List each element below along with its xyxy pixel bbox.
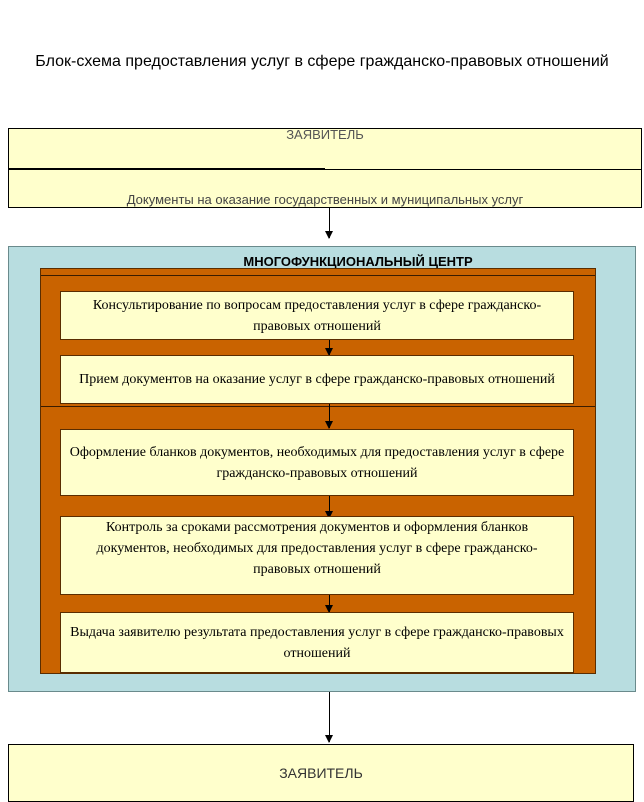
applicant-top-label-row: ЗАЯВИТЕЛЬ xyxy=(9,127,641,169)
arrow-step1-to-step2 xyxy=(325,340,333,356)
panel-top-line xyxy=(41,275,595,276)
arrow-step3-to-step4 xyxy=(325,496,333,519)
step-forms: Оформление бланков документов, необходим… xyxy=(60,429,574,496)
panel-section-divider xyxy=(41,406,595,407)
arrow-down-to-center xyxy=(325,208,333,239)
arrow-center-to-applicant xyxy=(325,692,333,743)
documents-label: Документы на оказание государственных и … xyxy=(126,192,524,207)
applicant-top-label: ЗАЯВИТЕЛЬ xyxy=(286,127,364,142)
step-result-delivery: Выдача заявителю результата предоставлен… xyxy=(60,612,574,673)
step-intake: Прием документов на оказание услуг в сфе… xyxy=(60,355,574,404)
applicant-top-box: ЗАЯВИТЕЛЬ Документы на оказание государс… xyxy=(8,128,642,208)
divider xyxy=(9,169,641,170)
applicant-bottom-box: ЗАЯВИТЕЛЬ xyxy=(8,744,634,802)
step-consultation: Консультирование по вопросам предоставле… xyxy=(60,291,574,340)
applicant-bottom-label: ЗАЯВИТЕЛЬ xyxy=(279,765,363,781)
divider-accent xyxy=(9,168,325,170)
arrow-step4-to-step5 xyxy=(325,595,333,613)
step-deadline-control: Контроль за сроками рассмотрения докумен… xyxy=(60,516,574,595)
center-title: МНОГОФУНКЦИОНАЛЬНЫЙ ЦЕНТР xyxy=(243,254,473,269)
arrow-step2-to-step3 xyxy=(325,404,333,429)
diagram-title: Блок-схема предоставления услуг в сфере … xyxy=(35,53,609,70)
